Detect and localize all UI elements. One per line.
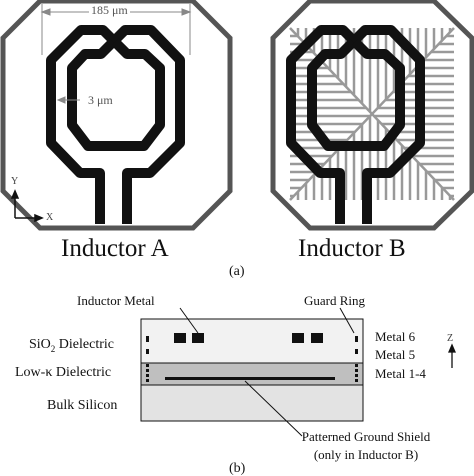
sio2-dielectric-label: SiO2 Dielectric <box>29 337 114 354</box>
inductor-metal-label: Inductor Metal <box>77 293 155 308</box>
bulk-silicon-label: Bulk Silicon <box>47 398 118 413</box>
z-axis <box>448 343 456 368</box>
inductor-a-drawing <box>0 0 233 231</box>
inductor-b-drawing <box>270 0 474 231</box>
inductor-b-coil <box>286 25 425 224</box>
inductor-b-guard-ring <box>270 0 474 231</box>
low-k-layer <box>140 362 364 386</box>
low-k-dielectric-label: Low-κ Dielectric <box>15 365 112 380</box>
metal-1-4-label: Metal 1-4 <box>375 366 426 381</box>
z-axis-label: Z <box>447 333 454 344</box>
patterned-shield-note: (only in Inductor B) <box>313 447 419 462</box>
caption-b: (b) <box>229 461 246 476</box>
metal-5-label: Metal 5 <box>375 347 416 362</box>
guard-ring-label: Guard Ring <box>304 293 366 308</box>
inductor-a-label: Inductor A <box>61 235 169 262</box>
bulk-silicon-layer <box>140 384 364 422</box>
y-axis-label: Y <box>11 176 19 187</box>
callout-leaders <box>179 307 355 437</box>
inductor-metal-blocks <box>174 333 323 343</box>
inductor-b-label: Inductor B <box>298 235 406 262</box>
width-annotation: 185 μm <box>89 3 130 17</box>
xy-axes <box>10 189 44 223</box>
cross-section <box>140 307 456 437</box>
caption-a: (a) <box>229 264 245 279</box>
x-axis-label: X <box>46 212 54 223</box>
ground-shield-bar <box>165 377 335 380</box>
guard-ring-stack <box>146 336 358 382</box>
patterned-shield-label: Patterned Ground Shield <box>301 429 431 444</box>
spacing-annotation: 3 μm <box>86 93 115 107</box>
inductor-a-coil <box>46 25 185 224</box>
metal-6-label: Metal 6 <box>375 329 416 344</box>
inductor-a-guard-ring <box>0 0 233 231</box>
inductor-a-dimension-lines <box>40 4 192 104</box>
